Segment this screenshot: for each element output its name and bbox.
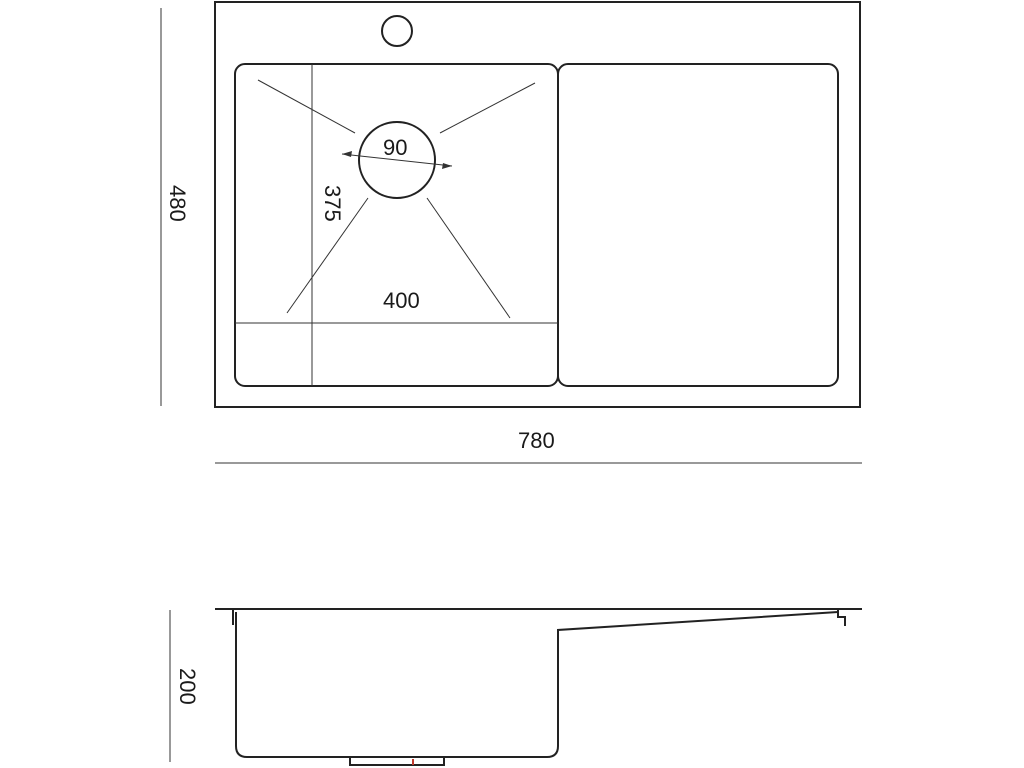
slope-line: [286, 197, 369, 314]
tap-hole: [381, 15, 413, 47]
bowl-depth-label: 375: [320, 185, 345, 222]
bowl-profile: [235, 611, 839, 758]
height-label: 200: [175, 668, 200, 705]
overall-width-label: 780: [518, 428, 555, 453]
arrow-left: [342, 151, 352, 157]
drain-diameter-label: 90: [383, 135, 407, 160]
drain-diameter-line: [341, 153, 453, 167]
right-lip: [837, 609, 846, 626]
drainboard-outline: [557, 63, 839, 387]
sink-outline: [214, 1, 861, 408]
top-view: 90 375 400 480 780: [160, 1, 862, 464]
bowl-outline: [234, 63, 559, 387]
bowl-width-label: 400: [383, 288, 420, 313]
overall-depth-label: 480: [165, 185, 190, 222]
side-view: 200: [169, 608, 862, 766]
slope-line: [257, 79, 356, 134]
drain-circle: [358, 121, 436, 199]
slope-line: [426, 197, 511, 319]
arrow-right: [442, 163, 452, 169]
slope-line: [439, 82, 536, 134]
drain-fitting: [349, 756, 445, 766]
